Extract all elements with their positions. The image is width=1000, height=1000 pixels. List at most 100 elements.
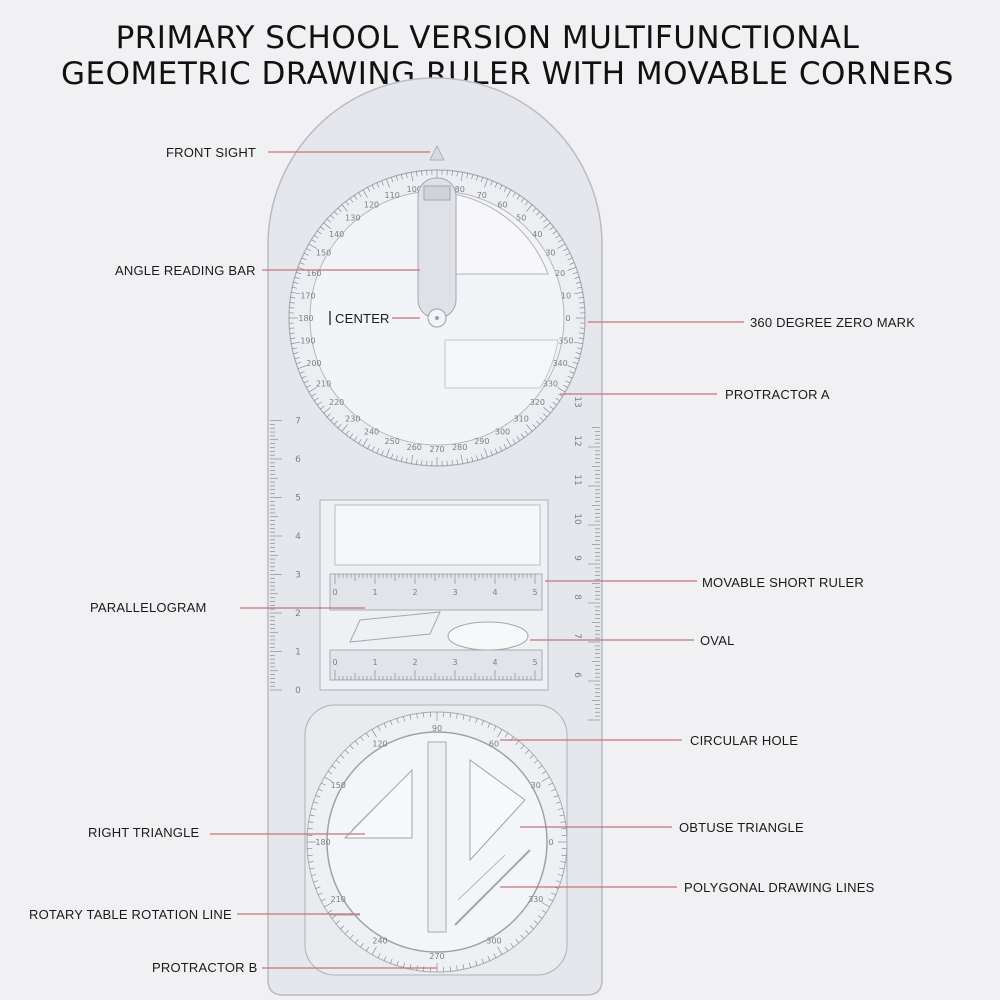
protractor-a-degree-label: 40 [532,230,542,239]
protractor-a-tick [411,172,414,182]
protractor-a-tick [296,271,302,275]
protractor-a-tick [549,226,554,231]
right-ruler-number: 10 [572,513,582,525]
protractor-a-tick [557,243,566,249]
protractor-b-tick [469,716,471,722]
protractor-b-tick [515,740,520,746]
oval-shape [447,621,529,651]
protractor-a-tick [323,407,331,414]
protractor-a-tick [573,341,583,344]
protractor-b-tick [307,828,313,830]
protractor-b-tick [324,902,333,908]
protractor-a-tick [494,448,498,454]
protractor-b-tick [335,759,341,764]
protractor-b-degree-label: 30 [531,781,541,790]
protractor-b-tick [416,713,418,719]
protractor-a-tick [490,180,493,186]
label-protractor-b: PROTRACTOR B [152,960,258,975]
short-ruler-number: 2 [412,658,417,667]
protractor-b-tick [529,925,534,930]
short-ruler-number: 0 [332,588,337,597]
protractor-a-tick [574,276,580,279]
protractor-a-tick [367,187,371,192]
protractor-b-tick [340,925,345,930]
protractor-b-tick [551,892,556,896]
protractor-a-tick [576,286,582,289]
protractor-a-tick [476,175,479,181]
protractor-b-tick [548,782,553,786]
protractor-a-tick [574,357,580,360]
protractor-a-tick [557,387,566,393]
protractor-b-tick [311,808,317,810]
protractor-a-tick [289,332,295,334]
protractor-a-tick [353,195,358,200]
protractor-a-degree-label: 270 [429,445,444,454]
protractor-b-degree-label: 240 [372,937,387,946]
protractor-b-tick [377,953,381,958]
protractor-b-tick [365,946,370,952]
protractor-a-degree-label: 180 [298,314,313,323]
protractor-a-tick [471,174,474,180]
label-protractor-a: PROTRACTOR A [725,387,830,402]
protractor-a-tick [499,446,503,452]
protractor-a-tick [536,420,541,425]
left-ruler-number: 4 [295,532,301,542]
label-polygonal-drawing-lines: POLYGONAL DRAWING LINES [684,880,875,895]
protractor-b-tick [557,874,563,876]
protractor-a-tick [411,454,414,464]
protractor-a-tick [314,397,319,402]
protractor-a-tick [320,405,325,410]
protractor-b-tick [510,942,514,948]
protractor-a-tick [456,171,458,177]
protractor-a-degree-label: 200 [306,359,321,368]
protractor-a-degree-label: 50 [516,214,526,223]
protractor-a-degree-label: 130 [345,214,360,223]
protractor-b-degree-label: 0 [548,838,553,847]
protractor-a-degree-label: 300 [495,427,510,436]
protractor-a-tick [290,337,296,339]
protractor-a-degree-label: 280 [452,443,467,452]
protractor-a-tick [289,302,295,304]
protractor-a-tick [371,446,375,452]
protractor-a-tick [471,456,474,462]
protractor-a-tick [555,234,560,239]
protractor-a-tick [499,184,503,190]
protractor-a-tick [569,371,575,374]
protractor-a-tick [376,448,380,454]
protractor-a-tick [386,448,390,458]
protractor-a-tick [451,170,453,176]
protractor-b-tick [462,964,465,970]
protractor-a-degree-label: 10 [561,291,571,300]
protractor-b-tick [533,759,539,764]
protractor-b-tick [537,765,543,769]
protractor-b-tick [331,915,337,919]
protractor-a-tick [539,214,544,219]
label-parallelogram: PARALLELOGRAM [90,600,207,615]
protractor-b-tick [456,713,458,719]
protractor-b-tick [318,788,323,792]
protractor-b-tick [520,934,525,939]
protractor-b-degree-label: 60 [489,739,499,748]
protractor-b-tick [551,788,556,792]
protractor-a-tick [416,171,418,177]
protractor-a-tick [358,439,362,444]
protractor-b-tick [403,716,405,722]
protractor-b-tick [371,729,377,738]
protractor-a-tick [306,248,311,252]
protractor-a-degree-label: 160 [306,269,321,278]
protractor-b-tick [541,902,550,908]
protractor-a-tick [390,453,394,459]
protractor-a-degree-label: 350 [558,337,573,346]
protractor-a-tick [301,375,307,379]
protractor-b-tick [548,898,553,902]
parallelogram-shape [349,611,441,643]
right-ruler-number: 6 [572,672,582,678]
protractor-a-tick [345,430,350,435]
protractor-a-tick [512,439,516,444]
title-line-1: PRIMARY SCHOOL VERSION MULTIFUNCTIONAL [115,20,860,56]
protractor-a-tick [311,239,316,243]
protractor-a-degree-label: 290 [474,437,489,446]
protractor-a-degree-label: 250 [385,437,400,446]
protractor-a: 0102030405060708090100110120130140150160… [288,169,586,467]
protractor-b-tick [525,930,530,935]
